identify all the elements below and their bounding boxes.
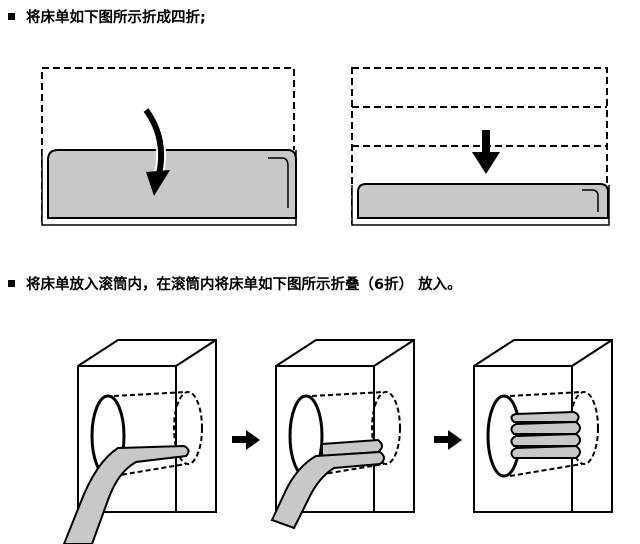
fold-diagram-half [41, 67, 297, 226]
drum-top [311, 391, 385, 397]
sheet-being-inserted [270, 450, 385, 530]
fold-arrow-shaft [482, 130, 490, 154]
folded-sheet-half [47, 149, 297, 219]
square-bullet-icon [8, 280, 15, 287]
instruction-step-1-text: 将床单如下图所示折成四折; [26, 10, 206, 26]
drum-top [113, 391, 187, 397]
square-bullet-icon [8, 13, 15, 20]
sheet-corner-crease [268, 157, 289, 208]
folded-sheet-layer-3 [510, 432, 581, 447]
folded-sheet-layer-1 [510, 410, 580, 423]
step-arrow-2 [434, 430, 462, 450]
folded-sheet-quarter [357, 183, 609, 219]
fold-arrow-head-icon [146, 170, 170, 196]
drum-back [173, 391, 203, 465]
instruction-step-2-text: 将床单放入滚筒内，在滚筒内将床单如下图所示折叠（6折） 放入。 [26, 277, 462, 293]
washer-corner-edge [571, 339, 613, 367]
arrow-right-icon [448, 430, 462, 450]
drum-bottom [509, 463, 583, 477]
arrow-right-icon [246, 430, 260, 450]
washer-step-folding [270, 339, 415, 530]
step-arrow-1 [232, 430, 260, 450]
sheet-corner-crease [582, 189, 599, 212]
sheet-being-inserted [62, 444, 190, 544]
washer-step-complete [473, 339, 613, 513]
folded-sheet-layer-2 [510, 420, 581, 435]
drum-top [509, 391, 583, 397]
folded-sheet-layer-4 [510, 444, 581, 459]
fold-diagram-quarter [351, 67, 610, 226]
washer-corner-edge [175, 339, 217, 367]
washer-step-insert [62, 339, 217, 544]
washer-corner-edge [373, 339, 415, 367]
drum-back [371, 391, 401, 465]
drum-bottom [113, 463, 187, 477]
arrow-shaft [232, 436, 248, 443]
instruction-step-1: 将床单如下图所示折成四折; [8, 6, 206, 27]
fold-arrow-head-icon [472, 152, 500, 174]
instruction-step-2: 将床单放入滚筒内，在滚筒内将床单如下图所示折叠（6折） 放入。 [8, 273, 462, 294]
arrow-shaft [434, 436, 450, 443]
